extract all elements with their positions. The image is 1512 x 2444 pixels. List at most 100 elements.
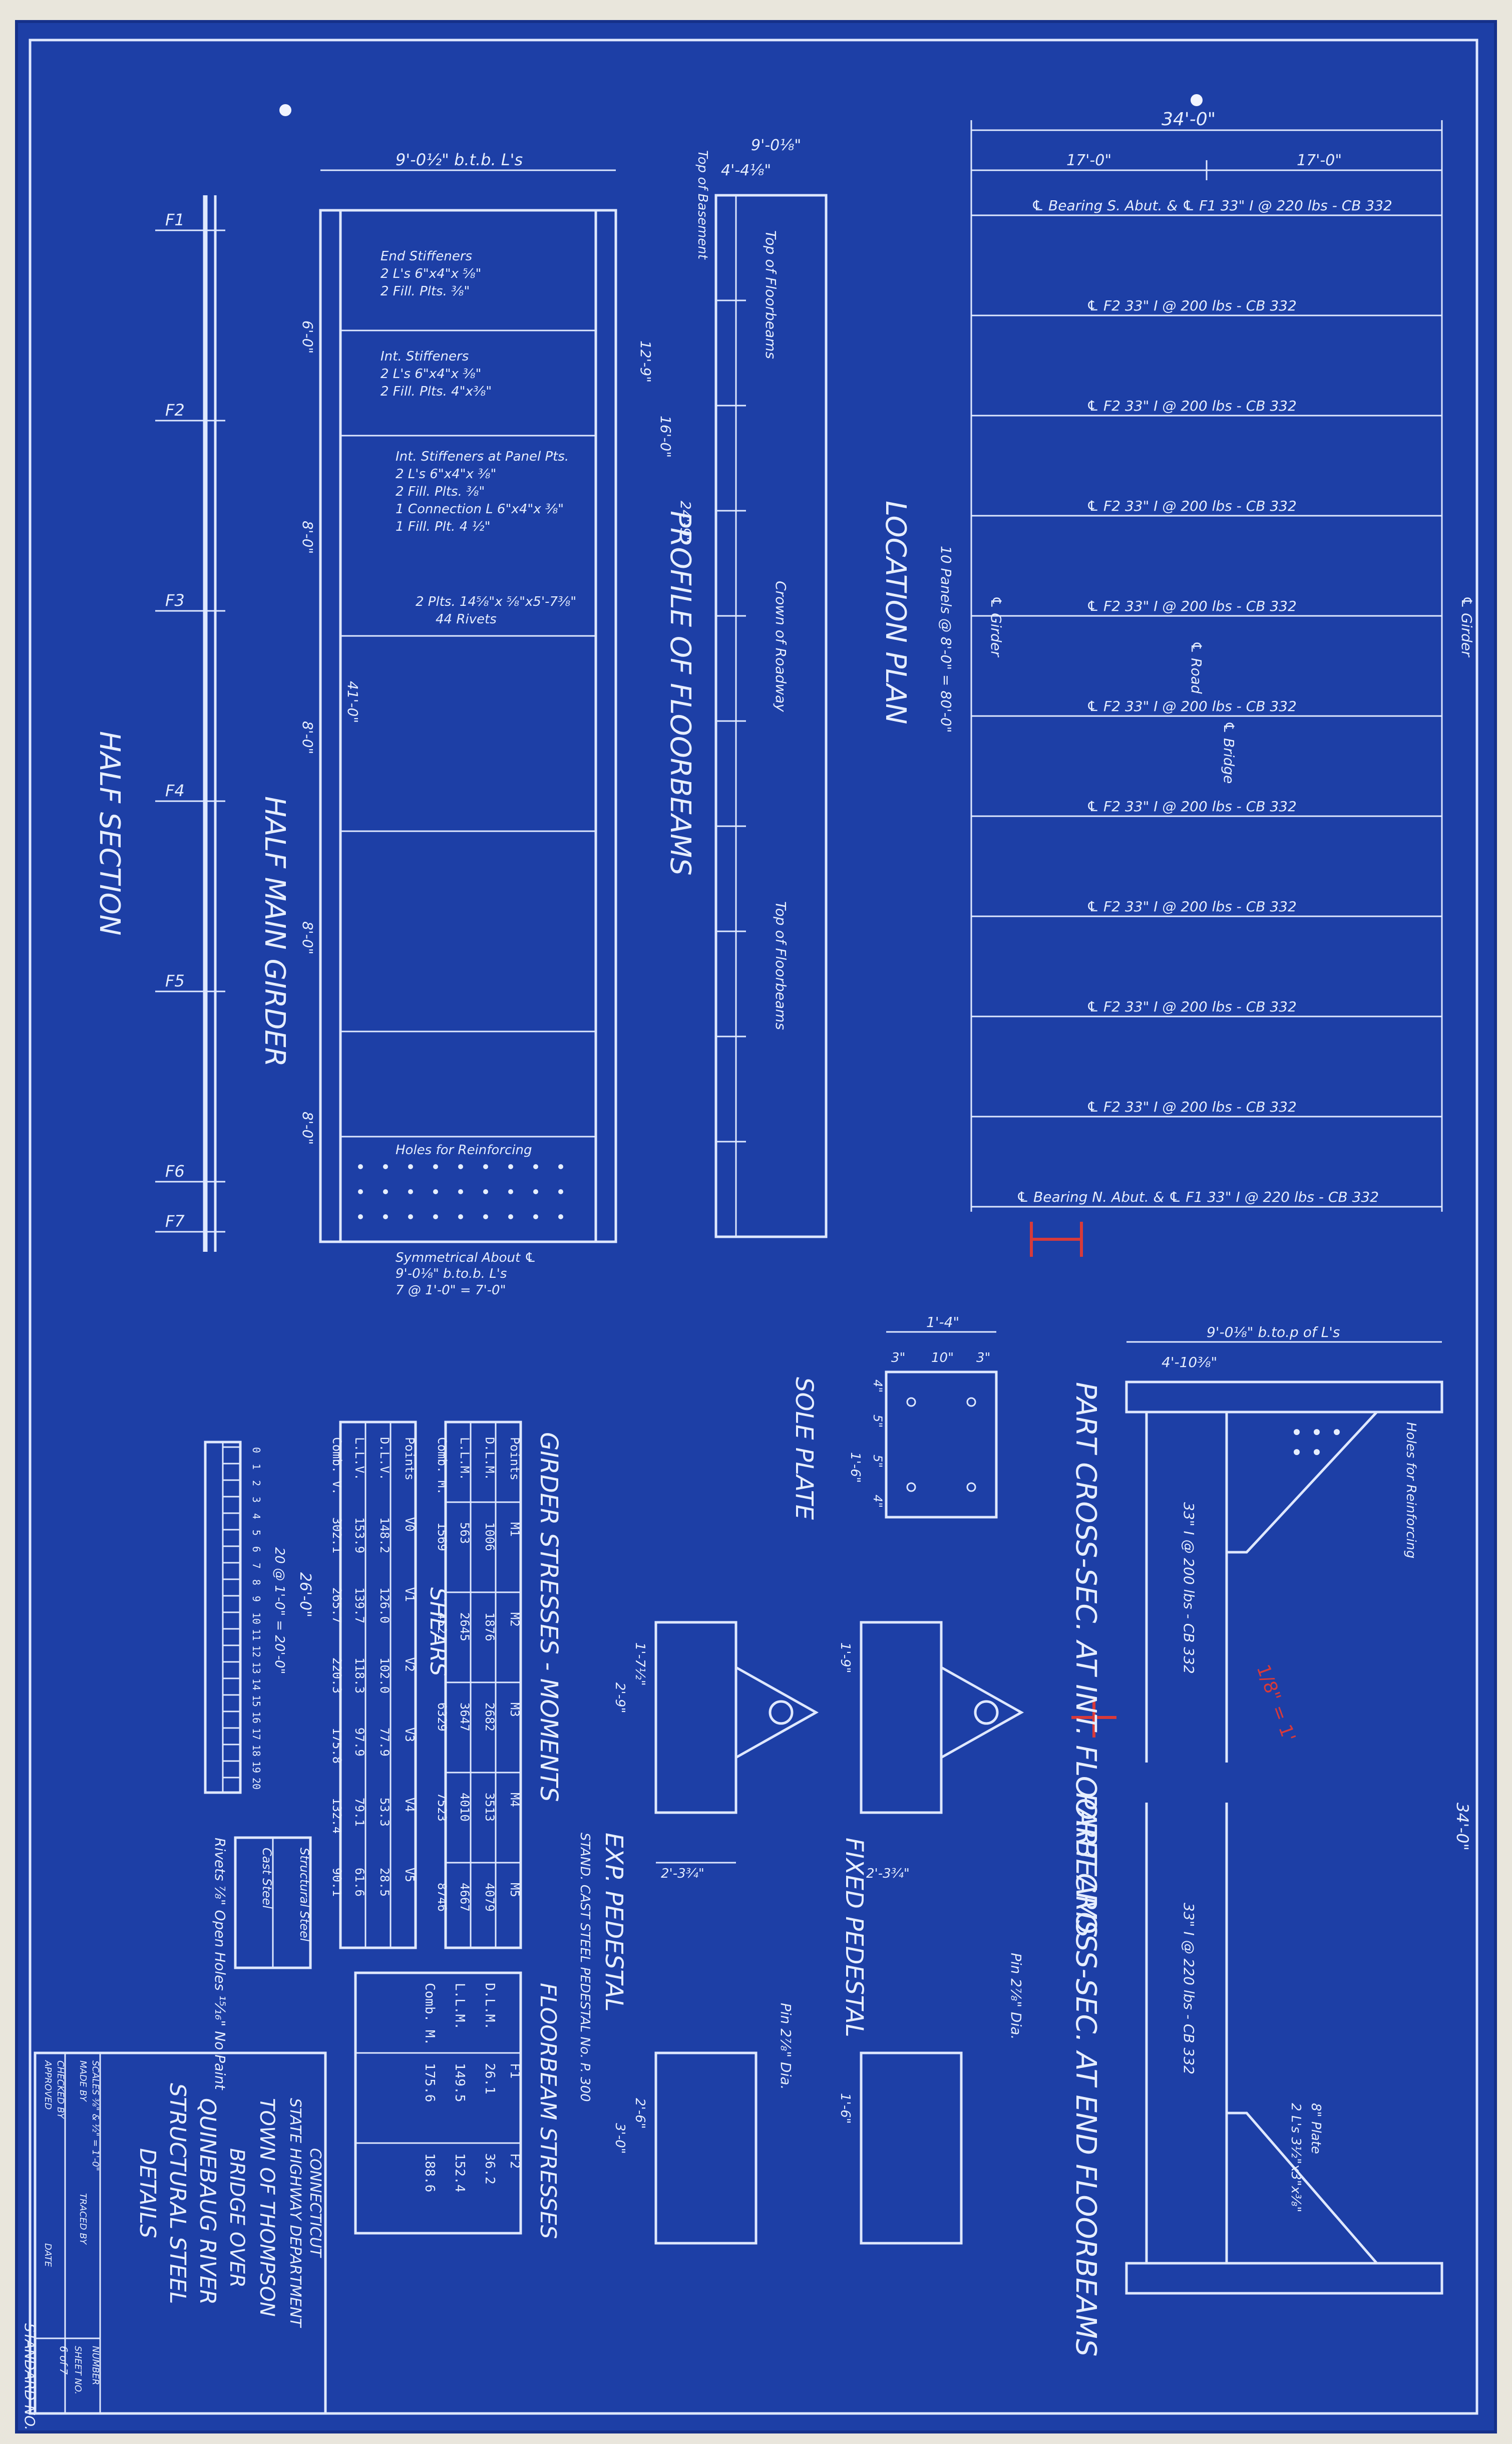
title-standard: STANDARD NO. (22, 2323, 38, 2430)
girder-note-8: 2 L's 6"x4"x ⅜" (396, 467, 496, 482)
pedestal-views: 2'-3¾" 2'-3¾" 1'-7½" 2'-9" 1'-9" 1'-6" 2… (577, 1621, 1024, 2245)
girder-note-3: 2 Fill. Plts. ⅜" (381, 284, 470, 299)
location-beam-5: ℄ F2 33" I @ 200 lbs - CB 332 (1086, 598, 1297, 614)
location-side-label-4: ℄ Road (1188, 641, 1205, 694)
girder-dim-7: 12'-9" (637, 340, 654, 383)
cross-label-beam-200: 33" I @ 200 lbs - CB 332 (1181, 1502, 1197, 1674)
scale-tick-label: 13 (250, 1662, 262, 1674)
shears-r1-c2: 139.7 (352, 1587, 366, 1623)
sole-plate-dim-2: 3" (891, 1350, 906, 1365)
cross-dim-3: 34'-0" (1453, 1803, 1472, 1851)
shears-r2-c6: 90.1 (330, 1868, 344, 1897)
title-checked-by: CHECKED BY (55, 2060, 66, 2120)
pedestal-dim-7: 2'-6" (632, 2098, 647, 2129)
profile-of-floorbeams-title: PROFILE OF FLOORBEAMS (664, 511, 696, 876)
girder-note-12: 2 Plts. 14⅝"x ⅝"x5'-7⅜" (416, 594, 576, 609)
shears-header-1: V0 (403, 1517, 417, 1532)
scale-tick-label: 16 (250, 1711, 262, 1723)
title-approved: APPROVED (43, 2060, 53, 2110)
cross-label-beam-220: 33" I @ 220 lbs - CB 332 (1181, 1903, 1197, 2074)
title-number: NUMBER (90, 2346, 101, 2385)
half-section-label-7: F7 (165, 1212, 185, 1231)
moments-r0-c3: 2682 (483, 1702, 497, 1731)
floorbeam-header-2: F2 (507, 2153, 522, 2169)
pedestal-dim-3: 1'-7½" (632, 1642, 647, 1686)
girder-dim-6: 41'-0" (344, 681, 361, 723)
girder-note-5: 2 L's 6"x4"x ⅜" (381, 367, 481, 382)
shears-r2-c2: 265.7 (330, 1587, 344, 1623)
half-section-label-1: F1 (165, 210, 185, 229)
location-beam-2: ℄ F2 33" I @ 200 lbs - CB 332 (1086, 297, 1297, 314)
floorbeam-label-6: 4'-4⅛" (721, 162, 771, 179)
half-section-label-6: F6 (165, 1162, 185, 1181)
title-made-by: MADE BY (78, 2060, 88, 2103)
floorbeam-label-5: 9'-0⅛" (751, 137, 801, 154)
shears-r0-c4: 77.9 (377, 1727, 392, 1757)
title-sheet: STRUCTURAL STEEL (165, 2083, 190, 2304)
title-details: DETAILS (135, 2148, 160, 2238)
scale-sub: 20 @ 1'-0" = 20'-0" (272, 1547, 287, 1674)
location-beam-11: ℄ Bearing N. Abut. & ℄ F1 33" I @ 220 lb… (1016, 1189, 1379, 1205)
scale-tick-label: 5 (250, 1530, 262, 1536)
cross-label-holes: Holes for Reinforcing (1403, 1422, 1418, 1559)
location-side-label-1: 10 Panels @ 8'-0" = 80'-0" (938, 546, 954, 733)
girder-note-13: 44 Rivets (436, 612, 497, 627)
blueprint-sheet: F1 F2 F3 F4 F5 F6 F7 HALF SECTION HALF M… (15, 20, 1497, 2433)
punch-hole-right (1191, 94, 1203, 106)
location-side-label-2: ℄ Girder (988, 596, 1004, 657)
girder-note-6: 2 Fill. Plts. 4"x⅜" (381, 384, 492, 399)
floorbeam-r2-c1: 175.6 (422, 2063, 437, 2102)
sheet-border (29, 39, 1478, 2415)
pedestal-dim-2: 2'-3¾" (866, 1866, 910, 1881)
girder-note-1: End Stiffeners (381, 249, 472, 264)
shears-header-4: V3 (403, 1727, 417, 1742)
half-section-label-2: F2 (165, 401, 185, 420)
cross-label-angles: 2 L's 3½"x3"x⅜" (1288, 2103, 1303, 2212)
moments-r2-c5: 8746 (435, 1883, 449, 1912)
girder-dim-9: 24'-9" (677, 501, 694, 543)
exp-pedestal-note: STAND. CAST STEEL PEDESTAL No. P. 300 (577, 1833, 592, 2102)
shears-r2-c4: 175.8 (330, 1727, 344, 1764)
sole-plate-dim-4: 3" (976, 1350, 991, 1365)
girder-dim-4: 8'-0" (299, 921, 316, 954)
location-plan-top-dim: 34'-0" (1162, 109, 1216, 130)
girder-note-17: 7 @ 1'-0" = 7'-0" (396, 1283, 506, 1298)
notes-box: Structural Steel Cast Steel Rivets ⅞" Op… (212, 1836, 312, 2090)
moments-r0-c2: 1876 (483, 1612, 497, 1641)
cross-dim-1: 9'-0⅛" b.to.p of L's (1207, 1324, 1340, 1340)
half-section-label-5: F5 (165, 971, 185, 990)
location-beam-6: ℄ F2 33" I @ 200 lbs - CB 332 (1086, 698, 1297, 715)
girder-dim-8: 16'-0" (657, 416, 674, 458)
moments-header-1: M1 (508, 1522, 522, 1537)
pedestal-dim-4: 2'-9" (612, 1682, 627, 1713)
scale-tick-label: 10 (250, 1612, 262, 1624)
title-sheet-no: SHEET NO. (73, 2346, 83, 2394)
floorbeam-label-1: Top of Floorbeams (763, 230, 779, 359)
shears-r1-c5: 79.1 (352, 1798, 366, 1827)
sole-plate-dim-9: 4" (871, 1495, 885, 1508)
location-beam-8: ℄ F2 33" I @ 200 lbs - CB 332 (1086, 898, 1297, 915)
scale-tick-label: 15 (250, 1695, 262, 1707)
girder-note-14: Holes for Reinforcing (396, 1143, 532, 1158)
moments-r2-c4: 7523 (435, 1793, 449, 1822)
floorbeam-header-1: F1 (507, 2063, 522, 2078)
girder-note-9: 2 Fill. Plts. ⅜" (396, 484, 485, 499)
notes-box-1: Structural Steel (297, 1848, 311, 1942)
cross-label-plate: 8" Plate (1308, 2103, 1323, 2154)
scale-tick-label: 8 (250, 1579, 262, 1585)
floorbeam-r2-c0: Comb. M. (422, 1983, 437, 2045)
pedestal-dim-5: 1'-9" (838, 1642, 853, 1673)
moments-r2-c1: 1569 (435, 1522, 449, 1551)
sole-plate-view: 1'-4" 3" 10" 3" 1'-6" 4" 5" 5" 4" SOLE P… (790, 1314, 998, 1520)
cross-section-end-title: PART CROSS-SEC. AT END FLOORBEAMS (1069, 1793, 1102, 2356)
scale-tick-label: 9 (250, 1596, 262, 1602)
cross-section-views: 9'-0⅛" b.to.p of L's 4'-10⅜" Holes for R… (1069, 1324, 1472, 2356)
girder-dim-1: 6'-0" (299, 320, 316, 354)
sole-plate-dim-6: 4" (871, 1379, 885, 1392)
location-plan-half-dim-2: 17'-0" (1297, 152, 1342, 169)
moments-r0-c0: D.L.M. (483, 1437, 497, 1481)
pedestal-dim-8: 3'-0" (612, 2123, 627, 2154)
title-bridge-1: BRIDGE OVER (225, 2148, 248, 2288)
moments-r0-c4: 3513 (483, 1793, 497, 1822)
